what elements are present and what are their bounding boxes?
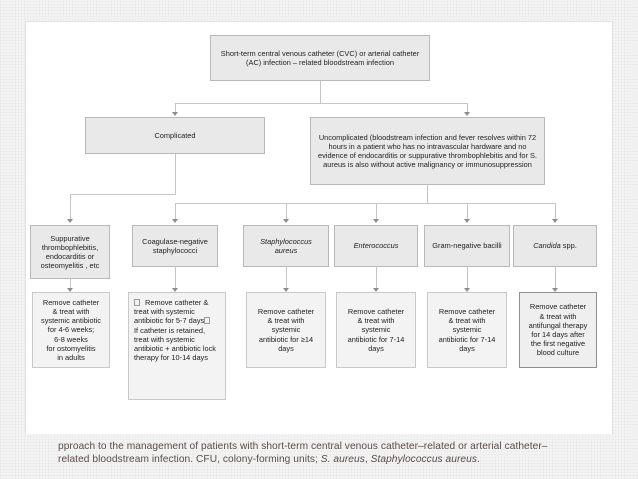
- connector-saureus-tx: [286, 267, 287, 290]
- connector-cons-tx: [175, 267, 176, 290]
- arrow-gramneg-tx: [463, 288, 470, 292]
- node-uncomplicated-label: Uncomplicated (bloodstream infection and…: [318, 132, 537, 170]
- cons-bullet-1: Remove catheter & treat with systemic an…: [134, 298, 209, 326]
- node-saureus-label: Staphylococcus aureus: [260, 236, 312, 255]
- connector-bus-enterococcus: [376, 203, 377, 220]
- connector-uncomplicated-down: [427, 185, 428, 203]
- bullet-square-icon: [204, 317, 211, 325]
- arrow-enterococcus: [372, 219, 379, 223]
- arrow-enterococcus-tx: [372, 288, 379, 292]
- node-coagulase-negative-staphylococci: Coagulase-negative staphylococci: [132, 225, 218, 267]
- suppurative-treatment-text: Remove catheter & treat with systemic an…: [41, 297, 101, 362]
- node-gram-negative-bacilli: Gram-negative bacilli: [424, 225, 510, 267]
- bullet-square-icon: [134, 299, 140, 306]
- node-root-label: Short-term central venous catheter (CVC)…: [220, 48, 420, 67]
- connector-bus-cons: [175, 203, 176, 220]
- node-gramneg-label: Gram-negative bacilli: [432, 241, 502, 251]
- connector-root-down: [320, 81, 321, 103]
- arrow-cons: [171, 219, 178, 223]
- saureus-treatment-text: Remove catheter & treat with systemic an…: [257, 306, 315, 353]
- enterococcus-treatment-text: Remove catheter & treat with systemic an…: [347, 306, 405, 353]
- connector-bus-candida: [555, 203, 556, 220]
- caption-line-2a: related bloodstream infection. CFU, colo…: [58, 454, 321, 466]
- figure-caption: pproach to the management of patients wi…: [58, 440, 594, 466]
- connector-root-split: [175, 103, 467, 104]
- list-item: Remove catheter & treat with systemic an…: [134, 298, 208, 325]
- node-root: Short-term central venous catheter (CVC)…: [210, 35, 430, 81]
- connector-complicated-down: [175, 154, 176, 194]
- connector-uncomplicated-bus: [175, 203, 555, 204]
- gramneg-treatment-text: Remove catheter & treat with systemic an…: [438, 306, 496, 353]
- arrow-saureus: [282, 219, 289, 223]
- node-suppurative-label: Suppurative thrombophlebitis, endocardit…: [40, 233, 100, 271]
- node-uncomplicated: Uncomplicated (bloodstream infection and…: [310, 117, 545, 185]
- node-suppurative-treatment: Remove catheter & treat with systemic an…: [32, 292, 110, 368]
- connector-gramneg-tx: [467, 267, 468, 290]
- node-saureus-treatment: Remove catheter & treat with systemic an…: [246, 292, 326, 368]
- connector-to-uncomplicated: [467, 103, 468, 113]
- arrow-suppurative-tx: [66, 288, 73, 292]
- caption-line-1: pproach to the management of patients wi…: [58, 441, 548, 452]
- node-candida-treatment: Remove catheter & treat with antifungal …: [519, 292, 597, 368]
- arrow-candida-tx: [551, 288, 558, 292]
- node-candida-suffix: spp.: [560, 241, 577, 251]
- arrow-saureus-tx: [282, 288, 289, 292]
- connector-suppurative-tx: [70, 279, 71, 290]
- arrow-suppurative: [66, 219, 73, 223]
- node-complicated: Complicated: [85, 117, 265, 154]
- node-suppurative: Suppurative thrombophlebitis, endocardit…: [30, 225, 110, 279]
- caption-staphylococcus-aureus: Staphylococcus aureus: [370, 454, 478, 466]
- caption-comma: ,: [364, 454, 371, 466]
- candida-treatment-text: Remove catheter & treat with antifungal …: [528, 302, 588, 358]
- connector-complicated-left: [70, 194, 176, 195]
- caption-period: .: [477, 454, 480, 466]
- node-enterococcus: Enterococcus: [334, 225, 418, 267]
- node-candida-spp: Candida spp.: [513, 225, 597, 267]
- arrow-cons-tx: [171, 288, 178, 292]
- cons-bullet-2: If catheter is retained, treat with syst…: [134, 325, 216, 363]
- node-enterococcus-label: Enterococcus: [353, 241, 399, 251]
- list-item: If catheter is retained, treat with syst…: [134, 316, 216, 362]
- node-cons-label: Coagulase-negative staphylococci: [142, 236, 208, 255]
- node-complicated-label: Complicated: [154, 130, 196, 140]
- arrow-gramneg: [463, 219, 470, 223]
- cons-treatment-bullets: Remove catheter & treat with systemic an…: [134, 298, 220, 362]
- node-staphylococcus-aureus: Staphylococcus aureus: [243, 225, 329, 267]
- connector-bus-gramneg: [467, 203, 468, 220]
- caption-s-aureus: S. aureus: [320, 454, 365, 466]
- node-candida-label: Candida: [533, 241, 561, 251]
- node-gramneg-treatment: Remove catheter & treat with systemic an…: [427, 292, 507, 368]
- arrow-candida: [551, 219, 558, 223]
- connector-bus-saureus: [286, 203, 287, 220]
- arrow-complicated: [171, 112, 178, 116]
- connector-enterococcus-tx: [376, 267, 377, 290]
- node-enterococcus-treatment: Remove catheter & treat with systemic an…: [336, 292, 416, 368]
- arrow-uncomplicated: [463, 112, 470, 116]
- connector-candida-tx: [555, 267, 556, 290]
- caption-band: [0, 434, 638, 479]
- connector-to-complicated: [175, 103, 176, 113]
- connector-complicated-to-suppurative: [70, 194, 71, 220]
- node-cons-treatment: Remove catheter & treat with systemic an…: [128, 292, 226, 400]
